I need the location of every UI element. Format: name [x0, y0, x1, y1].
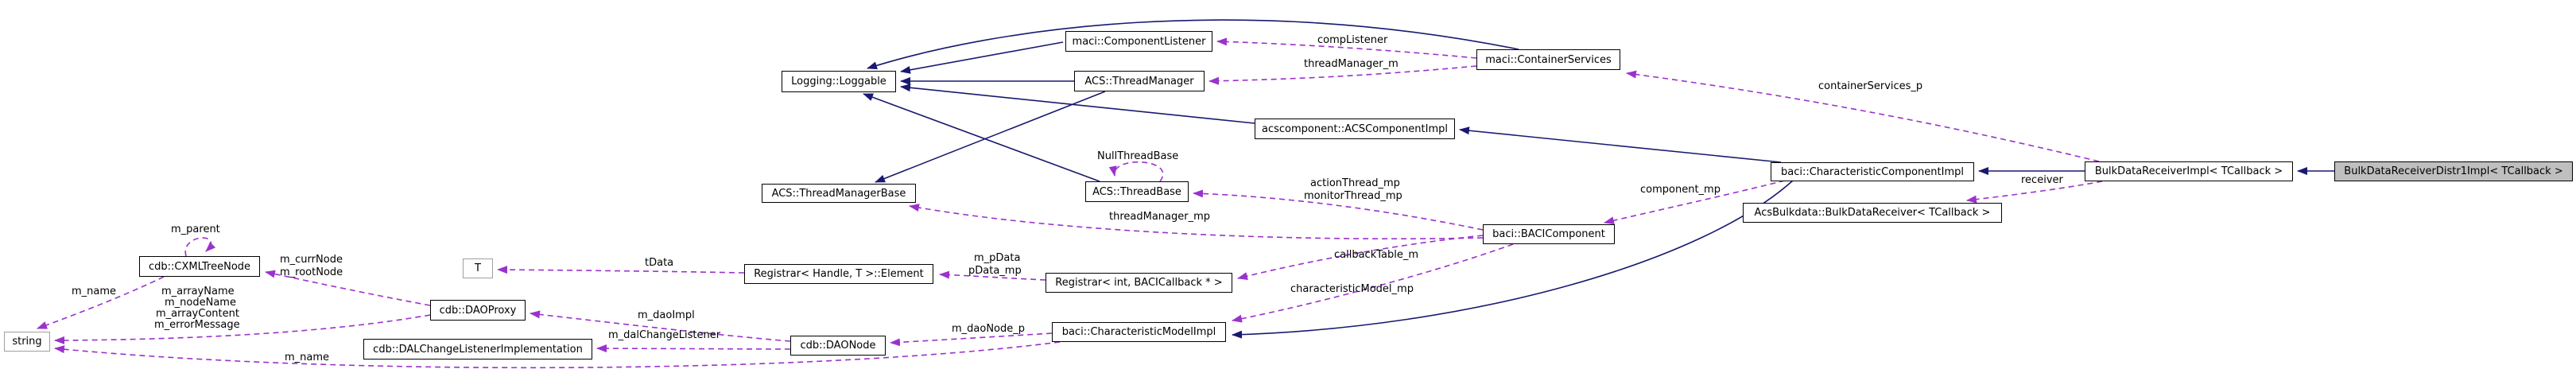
edge-usage-cdb-cxml-tree-node-to-cdb-cxml-tree-node: [184, 237, 216, 257]
class-node-cdb-dao-node[interactable]: cdb::DAONode: [790, 336, 886, 356]
edge-usage-baci-characteristic-model-impl-to-string: [54, 341, 1061, 369]
class-node-cdb-cxml-tree-node[interactable]: cdb::CXMLTreeNode: [139, 256, 260, 277]
edge-label-receiver-3: receiver: [2021, 174, 2063, 186]
class-node-logging-loggable[interactable]: Logging::Loggable: [782, 71, 896, 92]
edge-label-threadmanager-mp-7: threadManager_mp: [1109, 211, 1211, 223]
class-node-maci-container-services[interactable]: maci::ContainerServices: [1476, 49, 1620, 70]
edge-label-m-arrayname-22: m_arrayName: [161, 286, 235, 297]
edge-usage-baci-baci-component-to-baci-characteristic-model-impl: [1232, 243, 1514, 323]
edge-label-m-dalchangelistener-16: m_dalChangeListener: [608, 329, 721, 341]
edge-usage-cdb-dao-node-to-cdb-dao-proxy: [530, 310, 791, 342]
edge-label-component-mp-4: component_mp: [1640, 184, 1721, 196]
edge-usage-acs-thread-base-to-acs-thread-base: [1108, 161, 1164, 182]
edge-label-tdata-13: tData: [645, 257, 674, 269]
edge-usage-cdb-dao-proxy-to-string: [54, 314, 431, 344]
edge-usage-maci-container-services-to-acs-thread-manager: [1208, 65, 1477, 85]
edge-usage-registrar-int-bacicallback-to-registrar-handle-t-element: [939, 270, 1046, 281]
class-node-acs-thread-base[interactable]: ACS::ThreadBase: [1085, 181, 1189, 202]
edge-usage-registrar-handle-t-element-to-template-t: [497, 266, 745, 274]
class-node-bulk-data-receiver-distr1-impl: BulkDataReceiverDistr1Impl< TCallback >: [2334, 161, 2573, 181]
edge-inheritance-baci-characteristic-component-impl-to-acscomponent-acs-component-impl: [1459, 126, 1782, 163]
edge-usage-baci-characteristic-model-impl-to-cdb-dao-node: [890, 332, 1053, 347]
edge-label-m-errormessage-25: m_errorMessage: [154, 319, 240, 331]
edge-label-m-name-17: m_name: [285, 352, 330, 363]
edge-usage-baci-baci-component-to-registrar-int-bacicallback: [1237, 235, 1484, 280]
edge-usage-bulk-data-receiver-impl-to-maci-container-services: [1626, 70, 2100, 162]
edge-usage-cdb-cxml-tree-node-to-string: [37, 276, 165, 329]
class-node-string: string: [4, 332, 50, 352]
edge-usage-cdb-dao-proxy-to-cdb-cxml-tree-node: [265, 270, 431, 306]
edge-label-monitorthread-mp-6: monitorThread_mp: [1304, 190, 1402, 202]
edge-usage-cdb-dao-node-to-cdb-dal-change-listener-implementation: [596, 344, 791, 353]
class-node-template-t: T: [463, 258, 493, 278]
edge-label-m-currnode-18: m_currNode: [280, 254, 343, 266]
edge-label-m-rootnode-19: m_rootNode: [280, 266, 343, 278]
class-node-baci-characteristic-model-impl[interactable]: baci::CharacteristicModelImpl: [1052, 322, 1226, 342]
edge-label-m-daonode-p-14: m_daoNode_p: [952, 323, 1026, 335]
edge-label-nullthreadbase-8: NullThreadBase: [1097, 150, 1179, 162]
edge-label-actionthread-mp-5: actionThread_mp: [1310, 177, 1400, 189]
edge-label-callbacktable-m-9: callbackTable_m: [1334, 249, 1419, 261]
edge-inheritance-maci-container-services-to-logging-loggable: [867, 19, 1519, 70]
class-node-baci-baci-component[interactable]: baci::BACIComponent: [1483, 224, 1615, 244]
edge-inheritance-baci-characteristic-component-impl-to-baci-characteristic-model-impl: [1232, 180, 1794, 339]
edge-inheritance-acs-thread-manager-to-acs-thread-manager-base: [875, 91, 1106, 183]
edge-usage-baci-baci-component-to-acs-thread-base: [1193, 189, 1484, 231]
edge-label-m-arraycontent-24: m_arrayContent: [156, 308, 239, 320]
class-node-acs-thread-manager-base[interactable]: ACS::ThreadManagerBase: [762, 184, 916, 203]
edge-label-m-pdata-11: m_pData: [974, 252, 1021, 264]
edge-inheritance-maci-component-listener-to-logging-loggable: [900, 41, 1064, 74]
class-node-acs-thread-manager[interactable]: ACS::ThreadManager: [1074, 71, 1205, 91]
edge-usage-maci-container-services-to-maci-component-listener: [1216, 37, 1477, 59]
class-node-bulk-data-receiver-impl[interactable]: BulkDataReceiverImpl< TCallback >: [2085, 161, 2293, 181]
class-node-registrar-handle-t-element[interactable]: Registrar< Handle, T >::Element: [744, 264, 933, 284]
class-node-registrar-int-bacicallback[interactable]: Registrar< int, BACICallback * >: [1046, 273, 1232, 293]
edge-label-m-daoimpl-15: m_daoImpl: [638, 309, 695, 321]
class-node-cdb-dao-proxy[interactable]: cdb::DAOProxy: [430, 300, 526, 321]
class-node-acscomponent-acs-component-impl[interactable]: acscomponent::ACSComponentImpl: [1255, 119, 1455, 139]
edge-label-containerservices-p-2: containerServices_p: [1818, 80, 1923, 92]
edge-label-m-name-21: m_name: [72, 286, 117, 297]
edge-label-characteristicmodel-mp-10: characteristicModel_mp: [1290, 283, 1414, 295]
class-node-maci-component-listener[interactable]: maci::ComponentListener: [1065, 31, 1212, 52]
class-node-acsbulkdata-bulk-data-receiver[interactable]: AcsBulkdata::BulkDataReceiver< TCallback…: [1743, 203, 2002, 223]
edge-label-m-parent-20: m_parent: [171, 223, 220, 235]
edge-usage-baci-characteristic-component-impl-to-baci-baci-component: [1604, 180, 1786, 225]
edge-label-m-nodename-23: m_nodeName: [165, 297, 236, 309]
class-node-baci-characteristic-component-impl[interactable]: baci::CharacteristicComponentImpl: [1771, 162, 1974, 181]
edge-inheritance-acscomponent-acs-component-impl-to-logging-loggable: [900, 84, 1255, 124]
edge-label-pdata-mp-12: pData_mp: [968, 265, 1022, 277]
edge-label-threadmanager-m-1: threadManager_m: [1304, 58, 1399, 70]
edge-usage-baci-baci-component-to-acs-thread-manager-base: [909, 204, 1484, 240]
edge-usage-bulk-data-receiver-impl-to-acsbulkdata-bulk-data-receiver: [1966, 181, 2103, 204]
edge-label-complistener-0: compListener: [1317, 34, 1388, 46]
edge-inheritance-acs-thread-base-to-logging-loggable: [863, 93, 1100, 182]
class-node-cdb-dal-change-listener-implementation[interactable]: cdb::DALChangeListenerImplementation: [363, 339, 592, 360]
